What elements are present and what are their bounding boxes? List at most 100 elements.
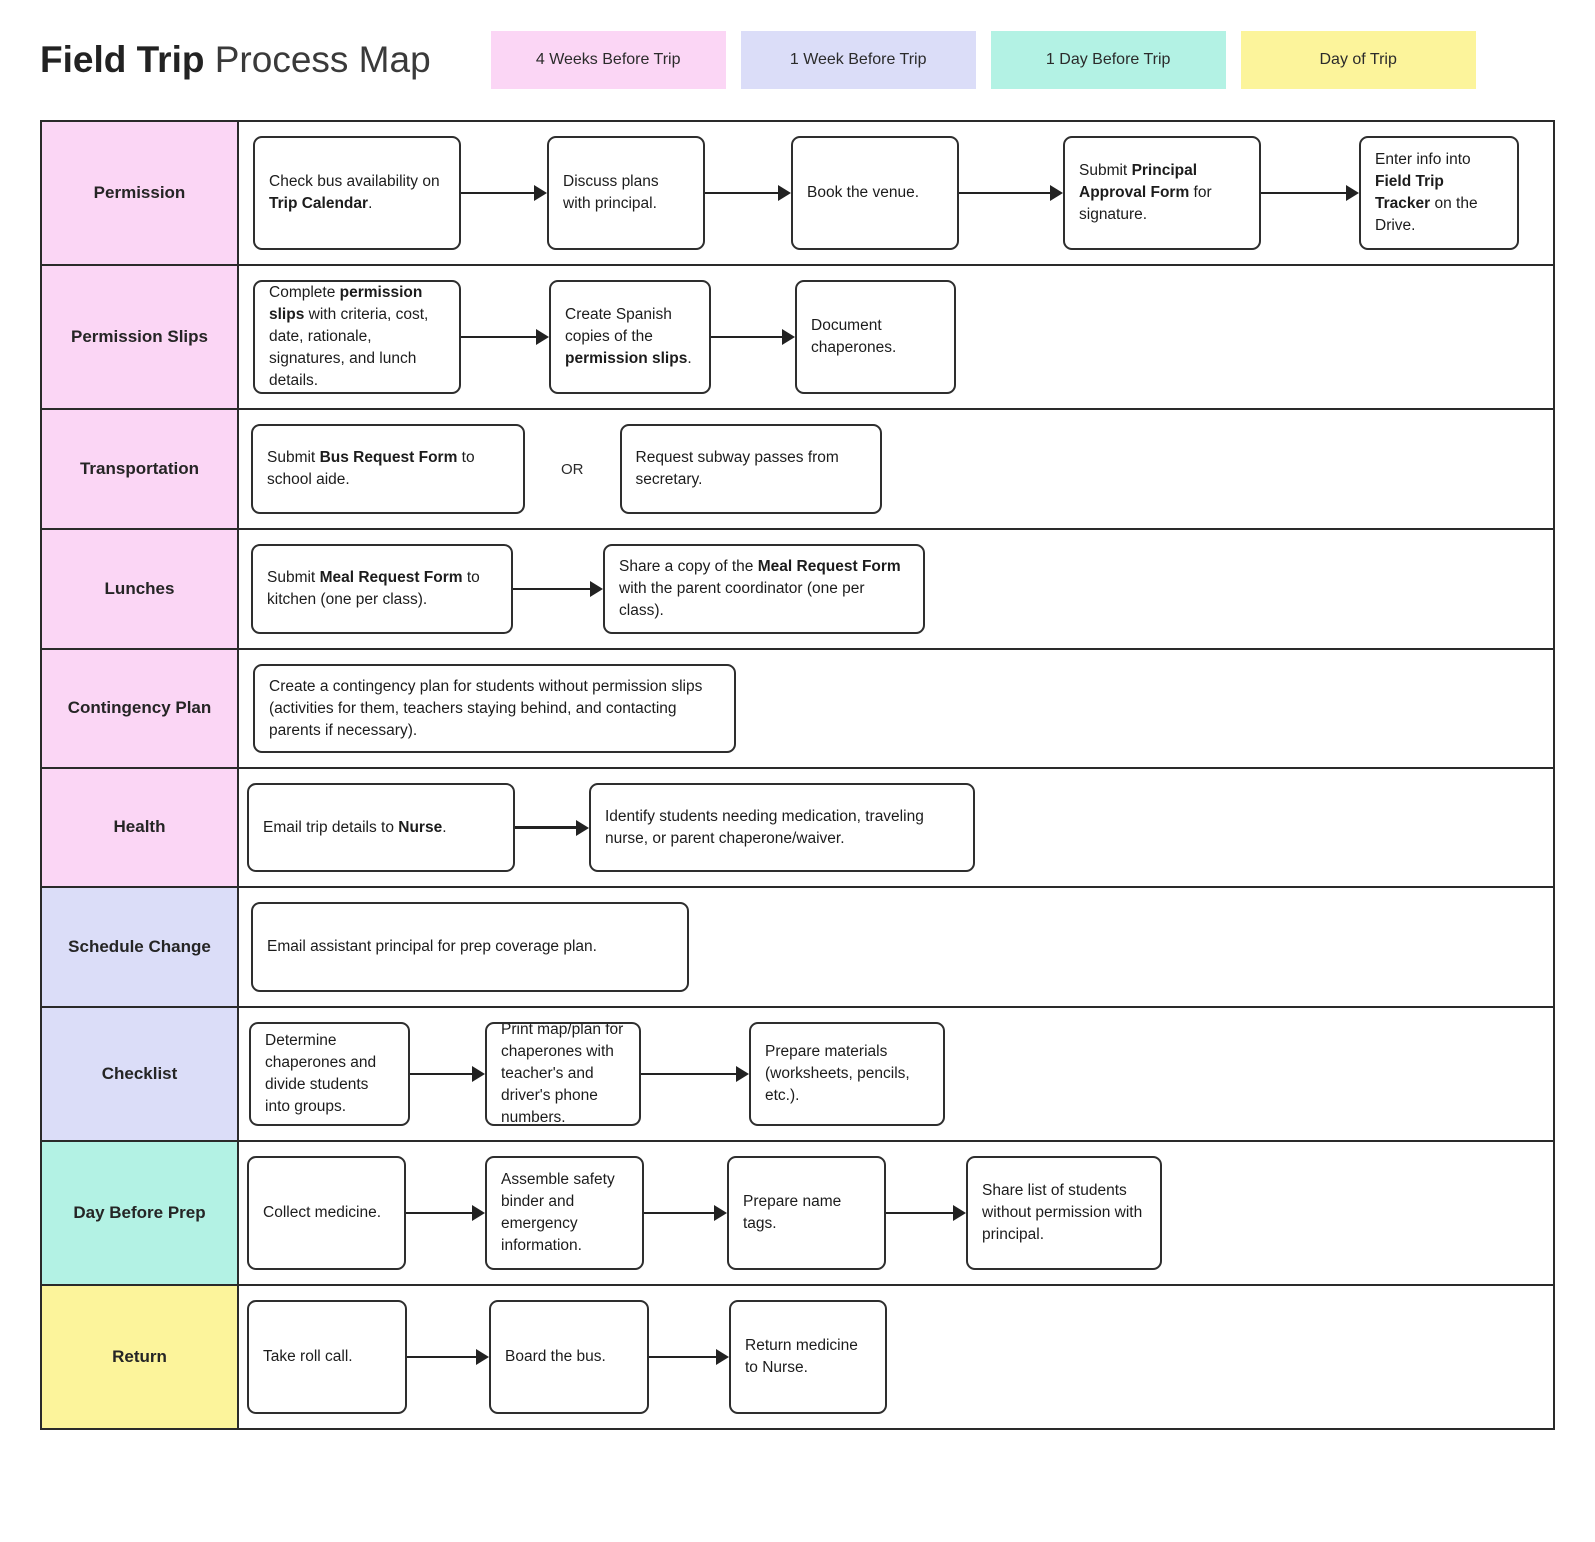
arrow-head-icon [953, 1205, 966, 1221]
row-label-day-before-prep[interactable]: Day Before Prep [42, 1142, 239, 1284]
process-step-text: Return medicine to Nurse. [745, 1337, 858, 1376]
process-step-box[interactable]: Submit Principal Approval Form for signa… [1063, 136, 1261, 250]
row-label-permission-slips[interactable]: Permission Slips [42, 266, 239, 408]
row-label-return[interactable]: Return [42, 1286, 239, 1428]
process-step-box[interactable]: Submit Bus Request Form to school aide. [251, 424, 525, 514]
arrow-shaft [461, 191, 535, 195]
row-label-health[interactable]: Health [42, 769, 239, 886]
emphasis-text: Field Trip Tracker [1375, 173, 1444, 212]
row-label-lunches[interactable]: Lunches [42, 530, 239, 648]
row-label-permission[interactable]: Permission [42, 122, 239, 264]
arrow-shaft [410, 1072, 473, 1076]
flow-arrow [406, 1205, 485, 1221]
row-track: Submit Bus Request Form to school aide. O… [239, 410, 1553, 528]
arrow-head-icon [782, 329, 795, 345]
process-step-box[interactable]: Document chaperones. [795, 280, 956, 394]
process-step-box[interactable]: Identify students needing medication, tr… [589, 783, 975, 872]
flow-arrow [644, 1205, 727, 1221]
row-label-schedule-change[interactable]: Schedule Change [42, 888, 239, 1006]
legend-chip-label: Day of Trip [1319, 51, 1397, 68]
emphasis-text: Nurse [398, 818, 443, 836]
process-step-text: Create a contingency plan for students w… [269, 677, 703, 739]
row-label-checklist[interactable]: Checklist [42, 1008, 239, 1140]
process-step-box[interactable]: Complete permission slips with criteria,… [253, 280, 461, 394]
process-step-box[interactable]: Take roll call. [247, 1300, 407, 1414]
process-step-text: Identify students needing medication, tr… [605, 807, 924, 847]
arrow-head-icon [778, 185, 791, 201]
arrow-shaft [407, 1355, 477, 1359]
legend-chip-label: 1 Day Before Trip [1045, 51, 1171, 68]
page-title: Field Trip Process Map [40, 38, 431, 81]
arrow-head-icon [472, 1066, 485, 1082]
process-step-text: Collect medicine. [263, 1204, 382, 1221]
row-label-transportation[interactable]: Transportation [42, 410, 239, 528]
process-step-box[interactable]: Check bus availability on Trip Calendar. [253, 136, 461, 250]
process-step-box[interactable]: Prepare materials (worksheets, pencils, … [749, 1022, 945, 1126]
legend-chip-0: 4 Weeks Before Trip [490, 31, 726, 89]
process-step-box[interactable]: Create a contingency plan for students w… [253, 664, 736, 753]
row-track: Create a contingency plan for students w… [239, 650, 1553, 767]
process-step-box[interactable]: Share a copy of the Meal Request Form wi… [603, 544, 925, 634]
row-track: Check bus availability on Trip Calendar.… [239, 122, 1553, 264]
emphasis-text: Bus Request Form [319, 449, 458, 466]
arrow-head-icon [590, 581, 603, 597]
arrow-shaft [406, 1211, 473, 1215]
process-row: Day Before Prep Collect medicine. Assemble… [42, 1142, 1553, 1286]
process-step-text: Enter info into Field Trip Tracker on th… [1375, 151, 1478, 234]
emphasis-text: Trip Calendar [269, 195, 369, 212]
process-step-box[interactable]: Request subway passes from secretary. [619, 424, 882, 514]
process-step-box[interactable]: Return medicine to Nurse. [729, 1300, 887, 1414]
process-step-box[interactable]: Prepare name tags. [727, 1156, 886, 1270]
flow-arrow [649, 1349, 729, 1365]
process-step-box[interactable]: Discuss plans with principal. [547, 136, 705, 250]
arrow-shaft [705, 191, 779, 195]
arrow-shaft [886, 1211, 954, 1215]
process-step-box[interactable]: Board the bus. [489, 1300, 649, 1414]
row-track: Submit Meal Request Form to kitchen (one… [239, 530, 1553, 648]
process-step-text: Request subway passes from secretary. [635, 449, 839, 488]
arrow-head-icon [1346, 185, 1359, 201]
flow-arrow [410, 1066, 485, 1082]
emphasis-text: Principal Approval Form [1079, 162, 1198, 201]
process-step-text: Print map/plan for chaperones with teach… [501, 1022, 624, 1126]
process-row: Checklist Determine chaperones and divide… [42, 1008, 1553, 1142]
emphasis-text: Meal Request Form [757, 558, 901, 575]
arrow-head-icon [576, 819, 589, 836]
process-step-text: Determine chaperones and divide students… [265, 1032, 377, 1115]
process-step-box[interactable]: Email trip details to Nurse. [247, 783, 515, 872]
process-step-text: Submit Principal Approval Form for signa… [1079, 162, 1212, 223]
process-step-box[interactable]: Share list of students without permissio… [966, 1156, 1162, 1270]
process-step-box[interactable]: Collect medicine. [247, 1156, 406, 1270]
legend-chip-1: 1 Week Before Trip [740, 31, 976, 89]
row-track: Complete permission slips with criteria,… [239, 266, 1553, 408]
process-row: Permission Slips Complete permission slip… [42, 266, 1553, 410]
flow-arrow [461, 329, 549, 345]
process-step-text: Submit Meal Request Form to kitchen (one… [267, 569, 480, 608]
process-step-box[interactable]: Determine chaperones and divide students… [249, 1022, 410, 1126]
process-step-text: Complete permission slips with criteria,… [269, 284, 429, 389]
or-separator: OR [561, 460, 584, 478]
row-label-contingency-plan[interactable]: Contingency Plan [42, 650, 239, 767]
process-row: Health Email trip details to Nurse. Identi… [42, 769, 1553, 888]
process-step-box[interactable]: Print map/plan for chaperones with teach… [485, 1022, 641, 1126]
arrow-head-icon [472, 1205, 485, 1221]
process-step-text: Email trip details to Nurse. [263, 818, 447, 836]
page-title-bold: Field Trip [40, 38, 205, 80]
process-step-box[interactable]: Book the venue. [791, 136, 959, 250]
row-track: Email assistant principal for prep cover… [239, 888, 1553, 1006]
process-step-box[interactable]: Assemble safety binder and emergency inf… [485, 1156, 644, 1270]
emphasis-text: permission slips [269, 284, 423, 323]
process-step-box[interactable]: Email assistant principal for prep cover… [251, 902, 689, 992]
arrow-shaft [644, 1211, 715, 1215]
process-step-box[interactable]: Enter info into Field Trip Tracker on th… [1359, 136, 1519, 250]
process-step-text: Discuss plans with principal. [563, 173, 659, 212]
process-step-text: Submit Bus Request Form to school aide. [267, 449, 475, 488]
process-step-box[interactable]: Create Spanish copies of the permission … [549, 280, 711, 394]
flow-arrow [711, 329, 795, 345]
arrow-head-icon [716, 1349, 729, 1365]
process-step-box[interactable]: Submit Meal Request Form to kitchen (one… [251, 544, 513, 634]
row-track: Determine chaperones and divide students… [239, 1008, 1553, 1140]
